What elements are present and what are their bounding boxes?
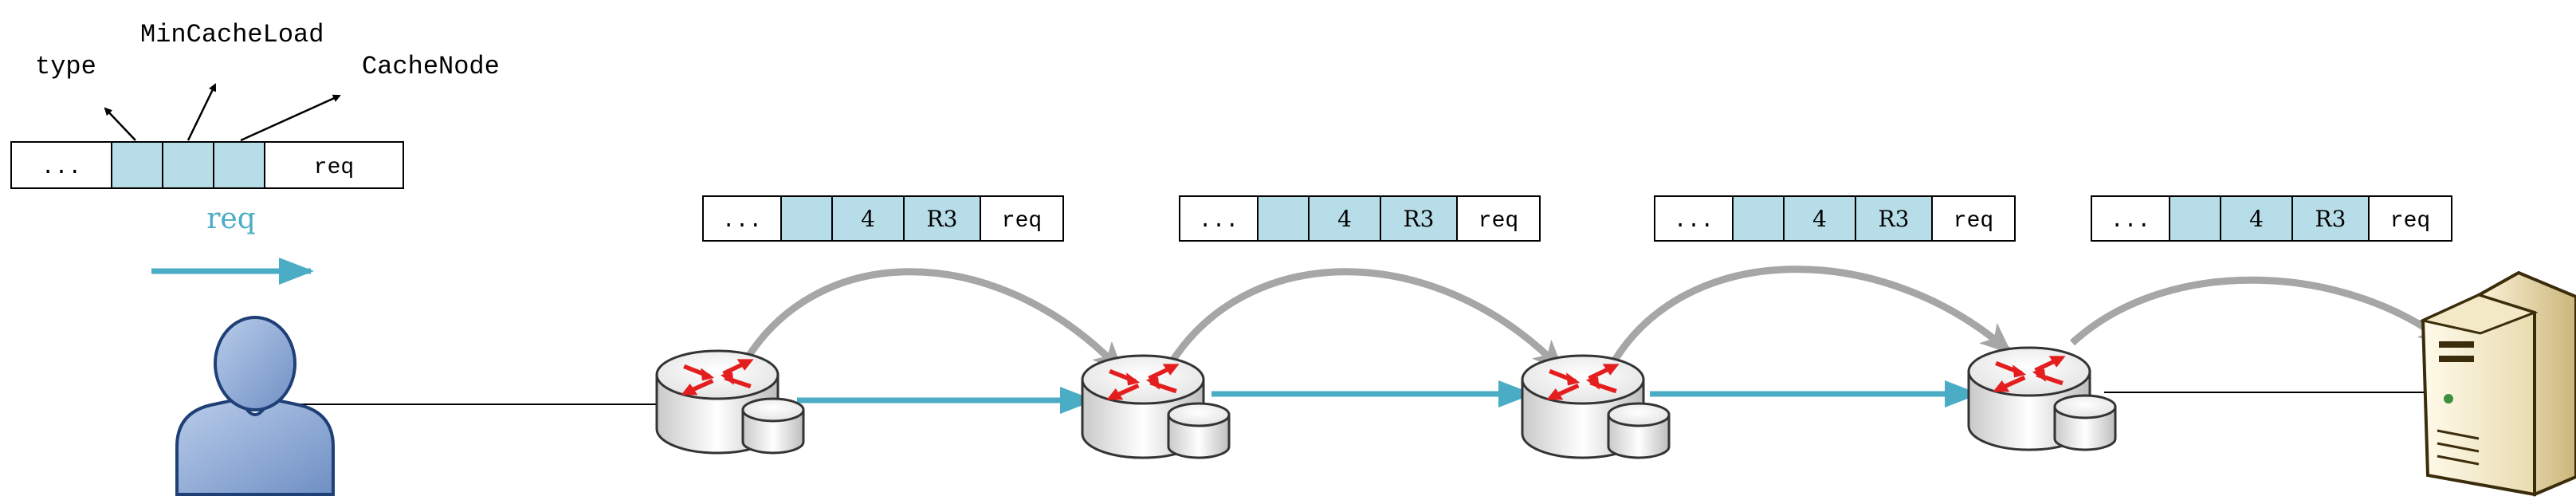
legend-cell-type	[111, 141, 163, 189]
req-label: req	[206, 203, 256, 235]
legend-cell-text-4: req	[314, 156, 354, 180]
hop-packet-cell-text: ...	[1199, 209, 1239, 234]
hop-packet-cell	[980, 195, 1064, 242]
type-label: type	[35, 52, 96, 81]
hop-packet-cell-text: R3	[1879, 206, 1910, 232]
hop-packet-cell-text: req	[1002, 209, 1042, 234]
hop-packet-cell	[780, 195, 833, 242]
hop-packet-cell-text: ...	[722, 209, 762, 234]
hop-packet-cell	[1456, 195, 1541, 242]
hop-packet-cell	[2220, 195, 2293, 242]
router-with-cache-icon	[1081, 354, 1231, 459]
min-cache-load-label: MinCacheLoad	[140, 20, 324, 49]
hop-packet-cell	[1257, 195, 1310, 242]
hop-packet-cell	[1855, 195, 1933, 242]
hop-packet-cell	[1380, 195, 1458, 242]
legend-cell-text-0: ...	[41, 156, 81, 180]
hop-packet-cell-text: req	[1954, 209, 1993, 234]
server-icon	[2419, 270, 2576, 497]
hop-packet-cell-text: 4	[1812, 206, 1827, 232]
router-with-cache-icon	[1967, 346, 2117, 451]
hop-packet-cell	[1931, 195, 2016, 242]
hop-packet-cell-text: 4	[2249, 206, 2264, 232]
hop-packet-cell-text: R3	[1404, 206, 1435, 232]
hop-packet-cell	[2291, 195, 2370, 242]
hop-packet-cell-text: req	[2390, 209, 2430, 234]
hop-packet-cell-text: 4	[1337, 206, 1352, 232]
hop-packet-cell-text: req	[1478, 209, 1518, 234]
hop-packet: ... 4 R3 req	[2091, 195, 2452, 242]
hop-curve-3	[1607, 266, 2012, 371]
hop-packet-cell	[2368, 195, 2452, 242]
legend-cell-ellipsis	[10, 141, 112, 189]
hop-packet: ... 4 R3 req	[1179, 195, 1541, 242]
hop-packet-cell-text: 4	[861, 206, 875, 232]
legend-cell-req	[264, 141, 404, 189]
hop-packet-cell-text: ...	[2111, 209, 2150, 234]
type-pointer-arrow	[104, 107, 136, 141]
router-with-cache-icon	[1521, 354, 1671, 459]
user-icon	[175, 316, 335, 496]
hop-curve-4	[2069, 276, 2451, 346]
cache-node-label: CacheNode	[362, 52, 500, 81]
hop-packet-cell	[2169, 195, 2221, 242]
cache-node-pointer-arrow	[240, 94, 341, 142]
hop-packet-cell-text: ...	[1674, 209, 1714, 234]
hop-curve-1	[738, 268, 1125, 374]
router-with-cache-icon	[655, 349, 805, 455]
hop-packet-cell	[702, 195, 782, 242]
hop-curve-2	[1164, 268, 1565, 372]
legend-cell-min-cache-load	[162, 141, 214, 189]
legend-cell-cache-node	[213, 141, 265, 189]
hop-packet-cell	[2091, 195, 2170, 242]
hop-packet-cell-text: R3	[2315, 206, 2346, 232]
min-cache-load-pointer-arrow	[187, 83, 217, 141]
legend-packet: ... req	[10, 141, 404, 189]
hop-packet-cell	[1732, 195, 1785, 242]
hop-packet: ... 4 R3 req	[1654, 195, 2016, 242]
hop-packet: ... 4 R3 req	[702, 195, 1064, 242]
hop-packet-cell	[1654, 195, 1734, 242]
hop-packet-cell-text: R3	[927, 206, 958, 232]
